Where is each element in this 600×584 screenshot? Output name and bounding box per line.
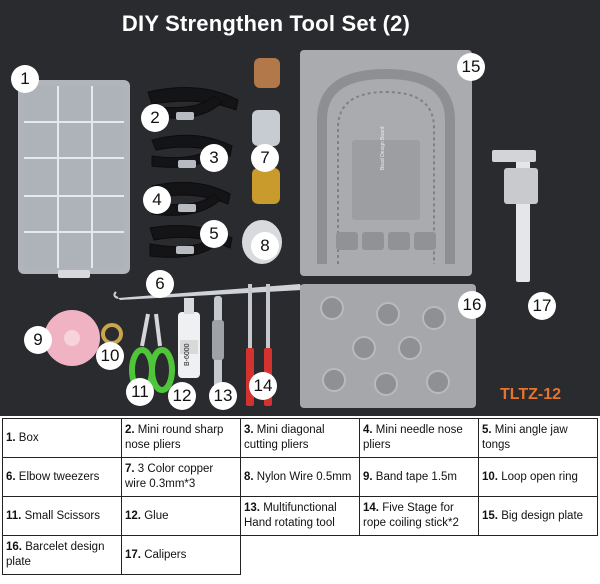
- legend-cell: 7. 3 Color copper wire 0.3mm*3: [121, 457, 241, 497]
- legend-number: 4.: [363, 424, 373, 436]
- plate-label: Bead Design Board: [380, 126, 386, 170]
- marker-15: 15: [457, 53, 485, 81]
- bracelet-design-plate: [300, 284, 476, 408]
- legend-cell: 5. Mini angle jaw tongs: [478, 418, 598, 458]
- marker-10: 10: [96, 342, 124, 370]
- legend-text: Mini round sharp nose pliers: [125, 424, 224, 451]
- tweezers: [113, 284, 302, 300]
- marker-3: 3: [200, 144, 228, 172]
- legend-text: Mini diagonal cutting pliers: [244, 424, 325, 451]
- legend-cell: 13. Multifunctional Hand rotating tool: [240, 496, 360, 536]
- legend-cell: 17. Calipers: [121, 535, 241, 575]
- marker-8: 8: [251, 232, 279, 260]
- marker-12: 12: [168, 382, 196, 410]
- legend-number: 7.: [125, 463, 135, 475]
- legend-number: 1.: [6, 431, 16, 444]
- legend-cell: 2. Mini round sharp nose pliers: [121, 418, 241, 458]
- legend-cell: 11. Small Scissors: [2, 496, 122, 536]
- legend-cell: 3. Mini diagonal cutting pliers: [240, 418, 360, 458]
- calipers: [492, 150, 538, 282]
- storage-box: [18, 80, 130, 278]
- legend-number: 8.: [244, 470, 254, 483]
- legend-number: 10.: [482, 470, 498, 483]
- legend-cell: 10. Loop open ring: [478, 457, 598, 497]
- legend-text: Glue: [144, 509, 169, 522]
- legend-number: 14.: [363, 502, 379, 514]
- legend-text: Five Stage for rope coiling stick*2: [363, 502, 459, 529]
- legend-text: Multifunctional Hand rotating tool: [244, 502, 337, 529]
- legend-cell: 8. Nylon Wire 0.5mm: [240, 457, 360, 497]
- product-illustration: B-6000 Bead Design Board: [18, 50, 538, 408]
- table-row: 11. Small Scissors 12. Glue 13. Multifun…: [2, 496, 598, 536]
- legend-text: 3 Color copper wire 0.3mm*3: [125, 463, 214, 490]
- legend-text: Loop open ring: [501, 470, 578, 483]
- marker-9: 9: [24, 326, 52, 354]
- legend-text: Mini angle jaw tongs: [482, 424, 568, 451]
- glue-label: B-6000: [184, 343, 191, 366]
- legend-text: Small Scissors: [24, 509, 100, 522]
- legend-text: Barcelet design plate: [6, 541, 105, 568]
- marker-16: 16: [458, 291, 486, 319]
- legend-text: Box: [18, 431, 39, 444]
- marker-13: 13: [209, 382, 237, 410]
- hand-rotating-tool: [212, 296, 224, 406]
- legend-number: 17.: [125, 548, 141, 561]
- legend-number: 2.: [125, 424, 135, 436]
- legend-cell: 12. Glue: [121, 496, 241, 536]
- legend-number: 13.: [244, 502, 260, 514]
- legend-text: Calipers: [144, 548, 187, 561]
- product-photo: B-6000 Bead Design Board DIY Strengthen …: [0, 0, 600, 416]
- legend-cell: 16. Barcelet design plate: [2, 535, 122, 575]
- legend-cell: 9. Band tape 1.5m: [359, 457, 479, 497]
- glue-tube: [178, 298, 200, 378]
- wire-spools: [252, 58, 280, 204]
- legend-cell: 15. Big design plate: [478, 496, 598, 536]
- legend-text: Band tape 1.5m: [375, 470, 457, 483]
- marker-14: 14: [249, 372, 277, 400]
- legend-text: Mini needle nose pliers: [363, 424, 463, 451]
- legend-number: 11.: [6, 509, 22, 522]
- page-title: DIY Strengthen Tool Set (2): [121, 11, 411, 36]
- empty-cell: [479, 536, 598, 575]
- marker-2: 2: [141, 104, 169, 132]
- band-tape: [44, 310, 100, 366]
- legend-number: 16.: [6, 541, 22, 553]
- product-code: TLTZ-12: [500, 386, 562, 403]
- legend-cell: 6. Elbow tweezers: [2, 457, 122, 497]
- table-row: 16. Barcelet design plate 17. Calipers: [2, 535, 598, 575]
- legend-cell: 14. Five Stage for rope coiling stick*2: [359, 496, 479, 536]
- marker-5: 5: [200, 220, 228, 248]
- table-row: 1. Box 2. Mini round sharp nose pliers 3…: [2, 418, 598, 458]
- marker-1: 1: [11, 65, 39, 93]
- legend-cell: 4. Mini needle nose pliers: [359, 418, 479, 458]
- marker-11: 11: [126, 378, 154, 406]
- legend-number: 3.: [244, 424, 254, 436]
- legend-text: Big design plate: [501, 509, 584, 522]
- marker-4: 4: [143, 186, 171, 214]
- legend-number: 15.: [482, 509, 498, 522]
- empty-cell: [241, 536, 360, 575]
- empty-cell: [360, 536, 479, 575]
- legend-text: Elbow tweezers: [18, 470, 100, 483]
- legend-cell: 1. Box: [2, 418, 122, 458]
- plier-jaws: [176, 112, 196, 254]
- marker-7: 7: [251, 144, 279, 172]
- table-row: 6. Elbow tweezers 7. 3 Color copper wire…: [2, 457, 598, 497]
- parts-legend-table: 1. Box 2. Mini round sharp nose pliers 3…: [2, 418, 598, 575]
- legend-number: 9.: [363, 470, 373, 483]
- marker-6: 6: [146, 270, 174, 298]
- big-design-plate: [300, 50, 472, 276]
- loop-ring: [101, 323, 123, 345]
- legend-number: 5.: [482, 424, 492, 436]
- legend-number: 12.: [125, 509, 141, 522]
- marker-17: 17: [528, 292, 556, 320]
- legend-text: Nylon Wire 0.5mm: [256, 470, 352, 483]
- legend-number: 6.: [6, 470, 16, 483]
